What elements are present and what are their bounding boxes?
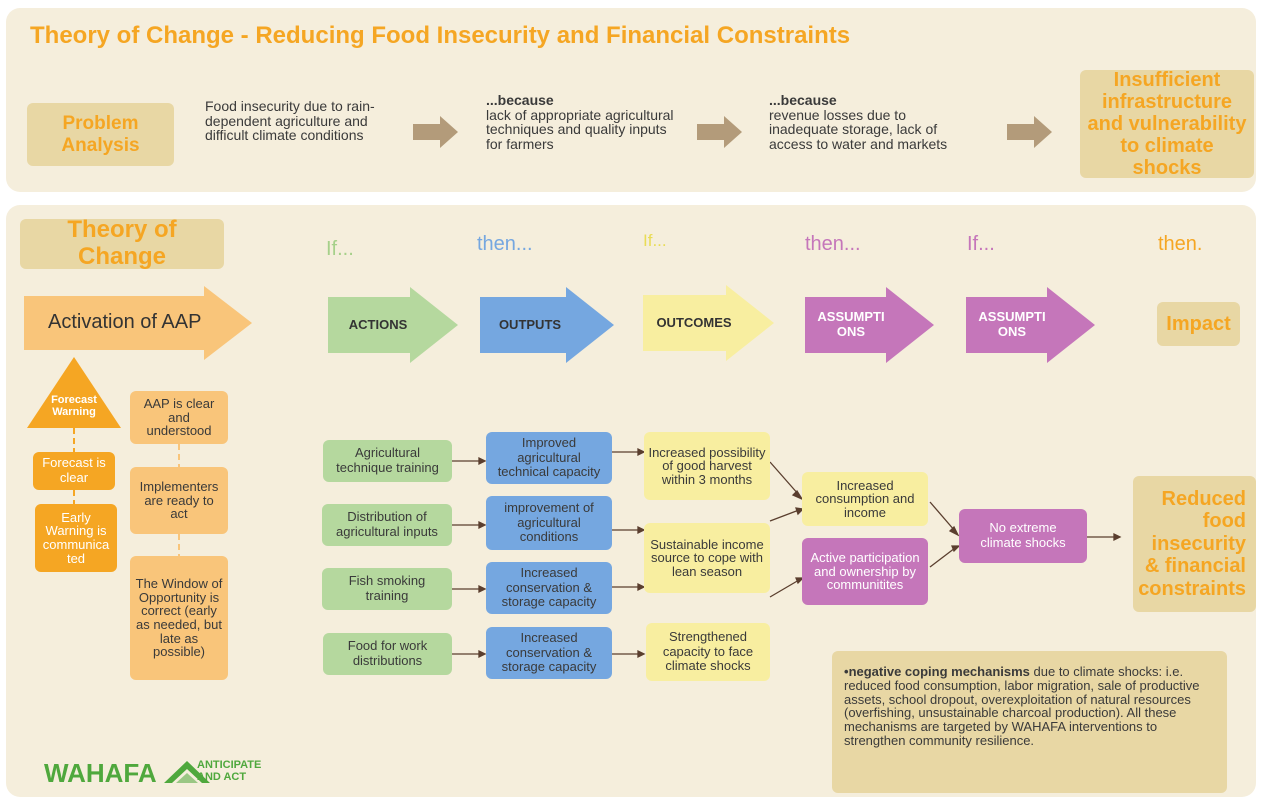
window-box: The Window of Opportunity is correct (ea… [130, 556, 228, 680]
cause-arrow-1 [413, 116, 458, 148]
action-box-4: Food for work distributions [323, 633, 452, 675]
arrow-oc2-as2 [769, 579, 800, 598]
forecast-clear-box: Forecast is clear [33, 452, 115, 490]
assumption-box-3: No extreme climate shocks [959, 509, 1087, 563]
problem-analysis-label: Problem Analysis [27, 103, 174, 166]
assumptions-2-arrow-shape [966, 287, 1095, 363]
arrow-as2-nc [929, 547, 956, 568]
output-box-3: Increased conservation & storage capacit… [486, 562, 612, 614]
logo-chevron-inner [176, 773, 198, 783]
action-box-3: Fish smoking training [322, 568, 452, 610]
header-then-2: then... [805, 233, 861, 255]
header-if-1: If... [326, 238, 354, 260]
outcome-box-2: Sustainable income source to cope with l… [644, 523, 770, 593]
forecast-warning-shape [27, 357, 121, 428]
because-label-1: ...because [486, 92, 554, 108]
assumptions-2-arrow: ASSUMPTI ONS [978, 309, 1046, 339]
assumption-box-1: Increased consumption and income [802, 472, 928, 526]
output-box-2: improvement of agricultural conditions [486, 496, 612, 550]
theory-title: Theory of Change [20, 216, 224, 270]
header-then-1: then... [477, 233, 533, 255]
cause-3-text: revenue losses due to inadequate storage… [769, 106, 948, 153]
output-box-4: Increased conservation & storage capacit… [486, 627, 612, 679]
cause-3-block: ...because revenue losses due to inadequ… [769, 93, 979, 152]
action-box-1: Agricultural technique training [323, 440, 452, 482]
coping-note: •negative coping mechanisms due to clima… [832, 651, 1227, 793]
arrow-oc1-as1 [769, 461, 800, 496]
outputs-arrow: OUTPUTS [498, 316, 562, 332]
arrow-as1-nc [929, 501, 956, 532]
assumptions-1-arrow-shape [805, 287, 934, 363]
because-label-2: ...because [769, 92, 837, 108]
cause-2-block: ...because lack of appropriate agricultu… [486, 93, 686, 152]
outcome-box-3: Strengthened capacity to face climate sh… [646, 623, 770, 681]
page-title: Theory of Change - Reducing Food Insecur… [30, 22, 851, 49]
output-box-1: Improved agricultural technical capacity [486, 432, 612, 484]
cause-arrow-3 [1007, 116, 1052, 148]
coping-note-bold: negative coping mechanisms [848, 664, 1030, 679]
forecast-warning-label: Forecast Warning [51, 394, 97, 419]
cause-2-text: lack of appropriate agricultural techniq… [486, 106, 674, 153]
impact-result-box: Reduced food insecurity & financial cons… [1133, 476, 1256, 612]
logo-subtitle: ANTICIPATE AND ACT [197, 759, 262, 783]
aap-clear-box: AAP is clear and understood [130, 391, 228, 444]
cause-arrow-2 [697, 116, 742, 148]
assumption-box-2: Active participation and ownership by co… [802, 538, 928, 605]
outcomes-arrow: OUTCOMES [656, 314, 732, 330]
activation-arrow-shape [24, 286, 252, 360]
logo-subtitle-2: AND ACT [197, 770, 247, 783]
activation-arrow: Activation of AAP [48, 311, 202, 333]
arrow-oc2-as1 [769, 509, 800, 522]
coping-note-text: due to climate shocks: i.e. reduced food… [844, 664, 1200, 748]
actions-arrow: ACTIONS [348, 316, 408, 332]
logo-chevron [164, 761, 210, 783]
assumptions-1-arrow: ASSUMPTI ONS [817, 309, 885, 339]
outcomes-arrow-shape [643, 285, 774, 361]
cause-1-text: Food insecurity due to rain-dependent ag… [205, 98, 375, 144]
outputs-arrow-shape [480, 287, 614, 363]
coping-note-bullet: • [844, 664, 849, 679]
outcome-box-1: Increased possibility of good harvest wi… [644, 432, 770, 500]
problem-panel [6, 8, 1256, 192]
header-if-2: If... [643, 231, 667, 250]
problem-result: Insufficient infrastructure and vulnerab… [1080, 69, 1254, 179]
action-box-2: Distribution of agricultural inputs [322, 504, 452, 546]
header-then-3: then. [1158, 233, 1203, 255]
wahafa-logo: WAHAFA [44, 758, 157, 788]
early-warning-box: Early Warning is communica ted [35, 504, 117, 572]
logo-subtitle-1: ANTICIPATE [197, 759, 262, 771]
impact-box: Impact [1157, 302, 1240, 346]
implementers-box: Implementers are ready to act [130, 467, 228, 534]
header-if-3: If... [967, 233, 995, 255]
actions-arrow-shape [328, 287, 458, 363]
